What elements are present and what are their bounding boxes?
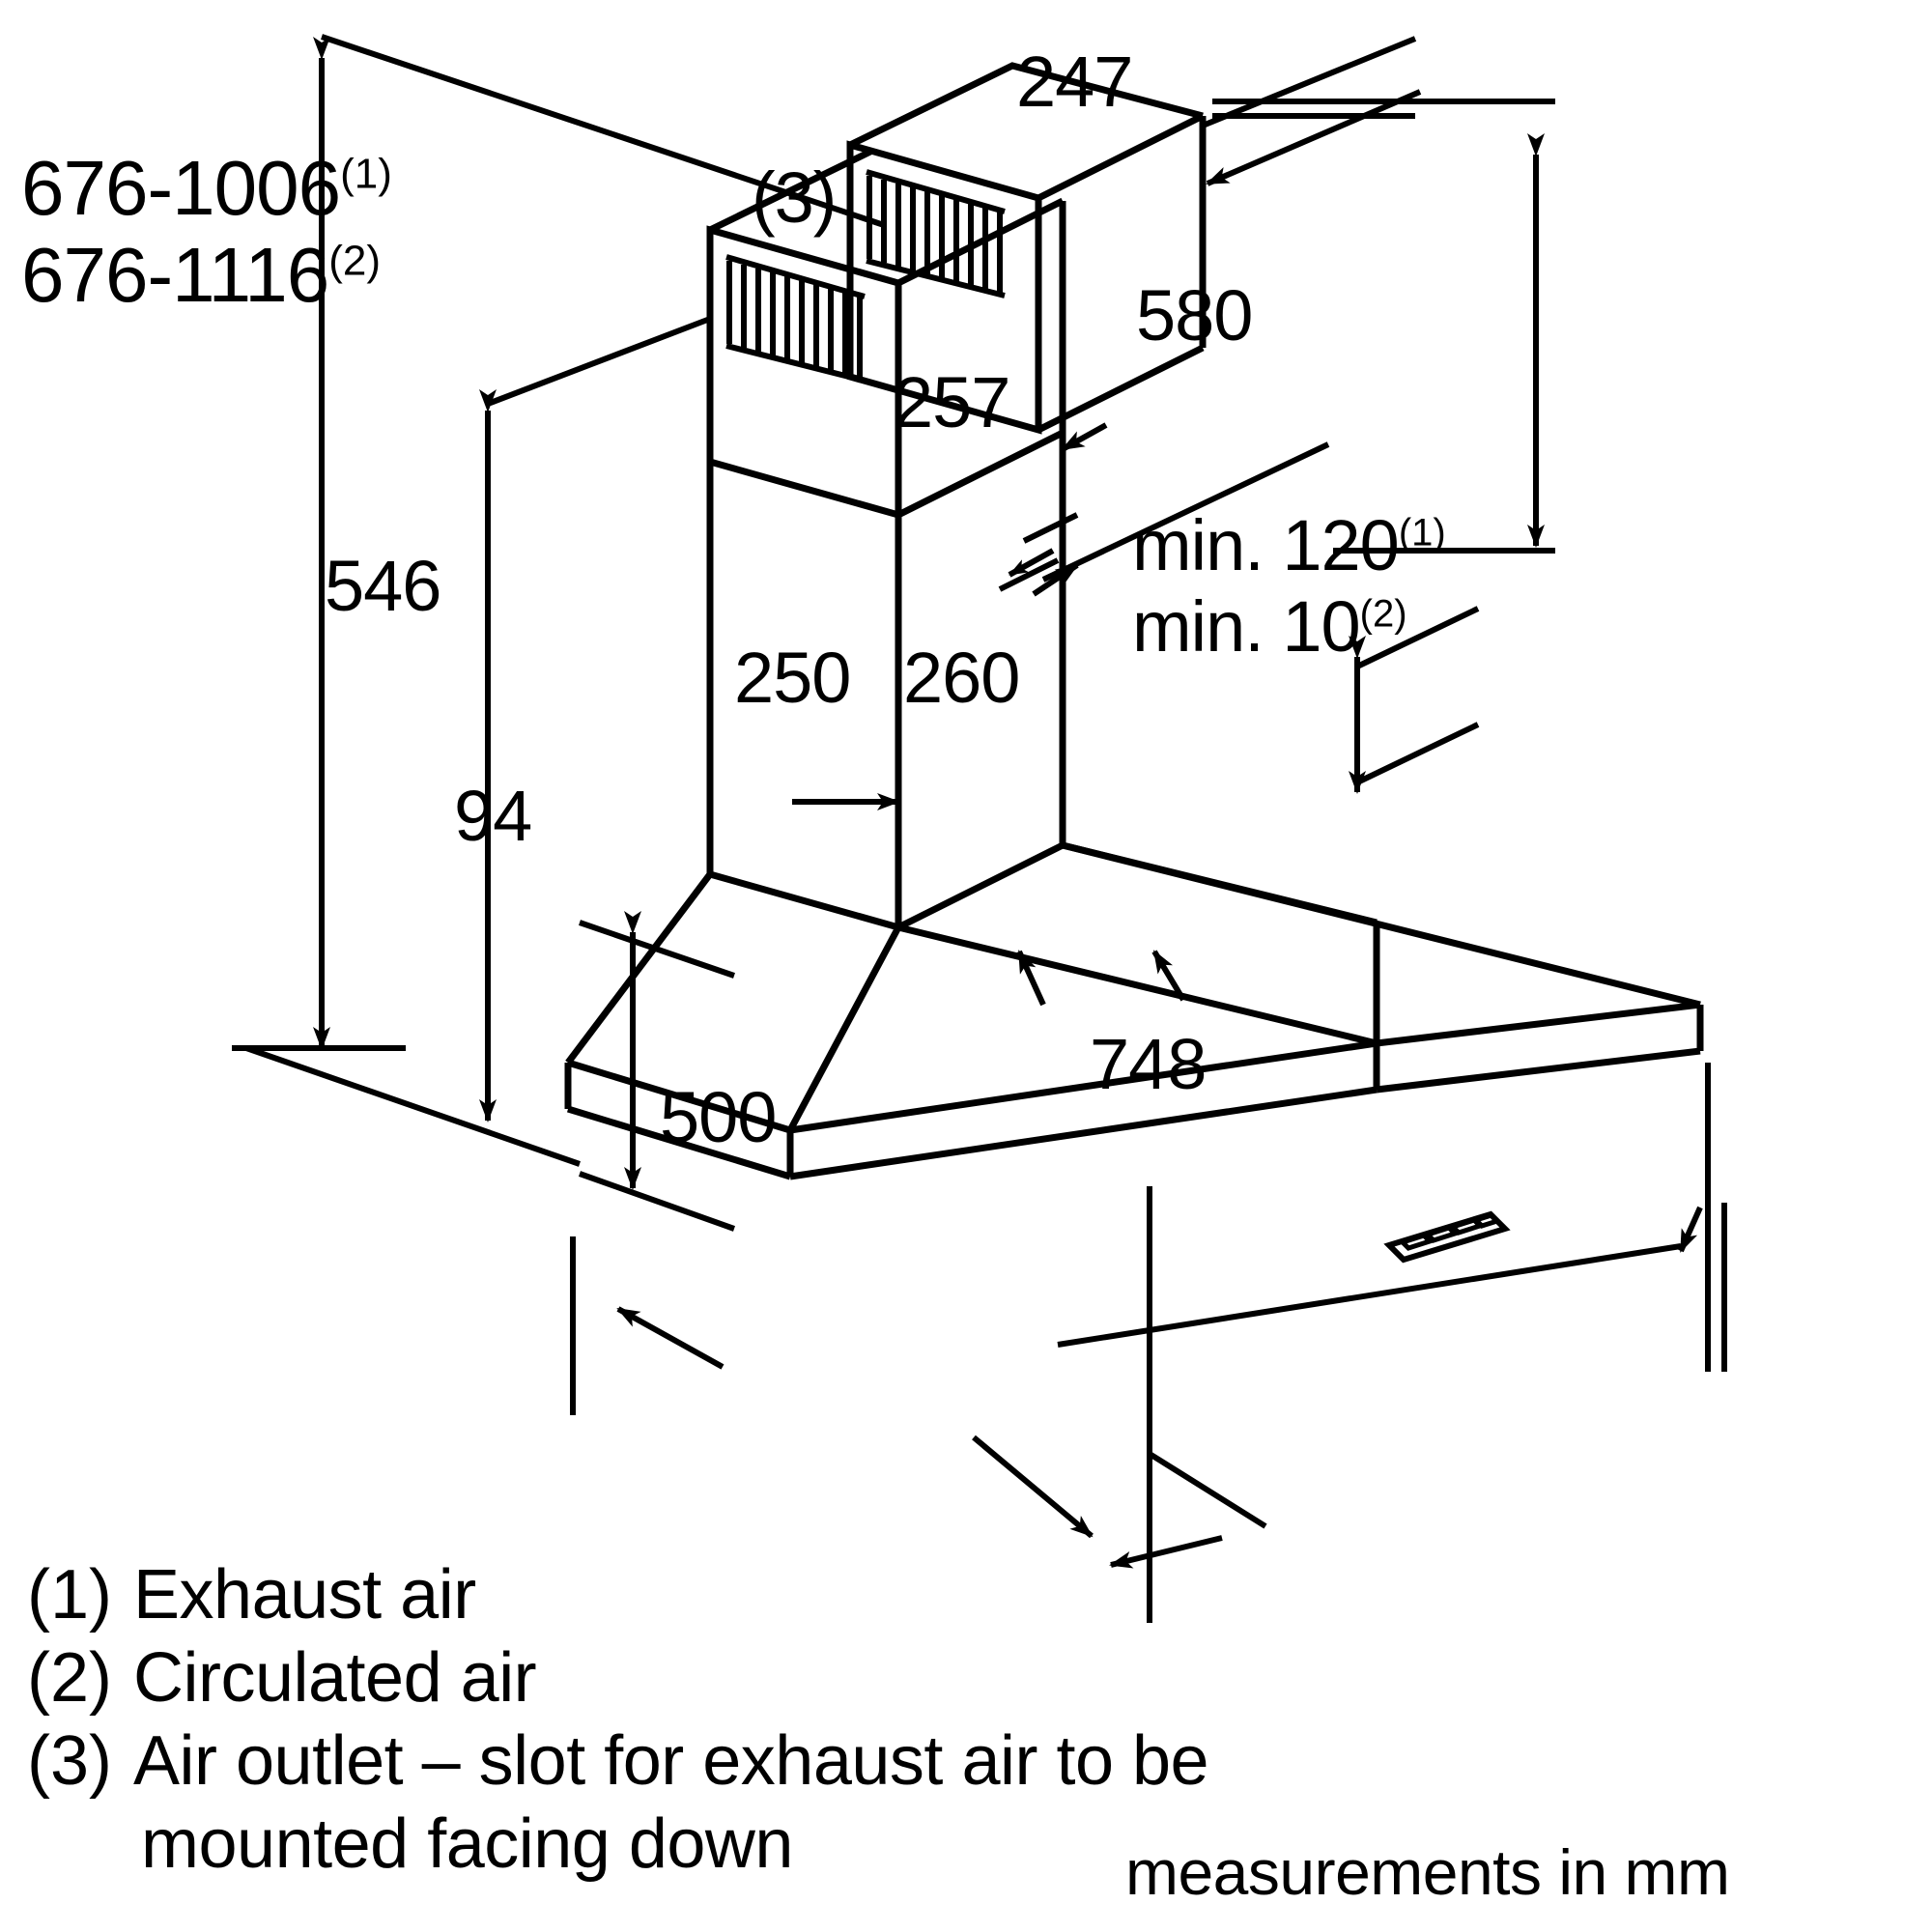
- legend-label-1: Exhaust air: [133, 1556, 476, 1634]
- legend-marker-3: (3): [27, 1722, 112, 1800]
- dimension-canopy-width: 748: [1090, 1024, 1207, 1104]
- dimension-chimney-depth-top: 247: [1016, 42, 1133, 122]
- ref-marker-2: (2): [1359, 592, 1407, 636]
- hood-body-outline: [564, 62, 1704, 1180]
- dimension-height-circulated: 676-1116(2): [21, 232, 381, 318]
- legend-item-3: (3) Air outlet – slot for exhaust air to…: [27, 1722, 1209, 1800]
- dimension-body-height: 546: [325, 546, 441, 626]
- legend-item-2: (2) Circulated air: [27, 1643, 1208, 1713]
- callout-air-outlet-marker: (3): [752, 157, 837, 238]
- ref-marker-1: (1): [1398, 511, 1446, 554]
- dimension-chimney-width-upper: 260: [903, 638, 1020, 718]
- dimension-chimney-height-total: 580: [1136, 275, 1253, 355]
- dimension-lines: [232, 34, 1727, 1623]
- dimension-canopy-front-height: 94: [454, 776, 532, 856]
- legend-label-3-line2: mounted facing down: [141, 1805, 793, 1883]
- dimension-min-distance-circulated: min. 10(2): [1132, 586, 1407, 667]
- dimension-chimney-width-lower: 250: [734, 638, 851, 718]
- legend-label-3: Air outlet – slot for exhaust air to be: [133, 1722, 1209, 1800]
- dimension-min-distance-exhaust: min. 120(1): [1132, 505, 1446, 585]
- legend-marker-2: (2): [27, 1639, 112, 1717]
- legend-item-1: (1) Exhaust air: [27, 1560, 1208, 1630]
- units-note: measurements in mm: [1125, 1836, 1730, 1908]
- legend-marker-1: (1): [27, 1556, 112, 1634]
- dimension-chimney-depth-lower: 257: [894, 362, 1010, 442]
- ref-marker-1: (1): [340, 150, 392, 198]
- legend-label-2: Circulated air: [133, 1639, 537, 1717]
- dimension-height-exhaust: 676-1006(1): [21, 145, 392, 231]
- control-panel[interactable]: [1383, 1210, 1511, 1264]
- legend: (1) Exhaust air (2) Circulated air (3) A…: [27, 1560, 1209, 1883]
- dimension-canopy-depth: 500: [660, 1077, 777, 1157]
- ref-marker-2: (2): [328, 237, 381, 285]
